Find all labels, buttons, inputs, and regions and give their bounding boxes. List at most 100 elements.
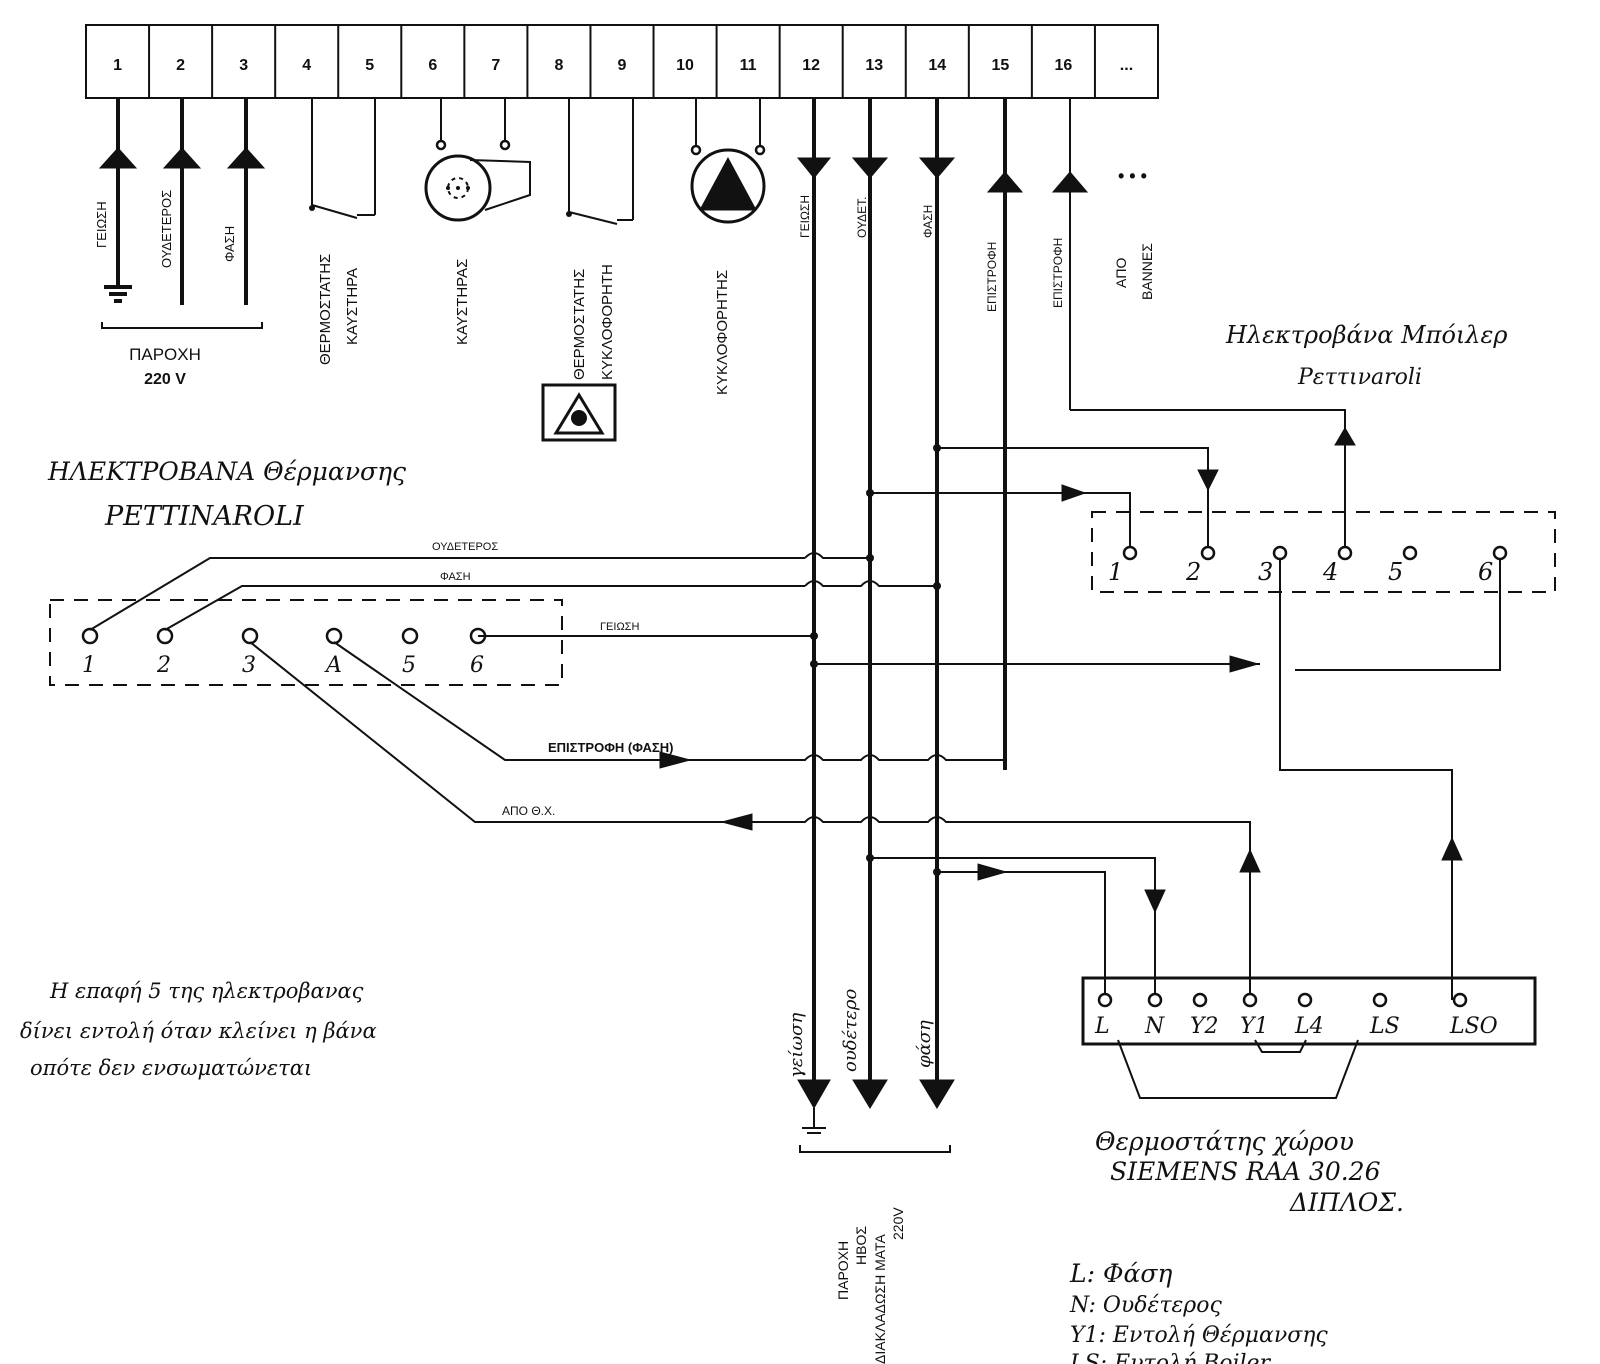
label-boiler-thermostat-2: ΚΑΥΣΤΗΡΑ (344, 268, 361, 345)
supply-title: ΠΑΡΟΧΗ (129, 345, 201, 364)
heating-valve-title-2: ΡΕΤΤΙΝΑROLI (104, 501, 305, 532)
room-thermostat-terminal-label: LSO (1449, 1014, 1498, 1039)
burner-fan-icon (424, 154, 531, 222)
arrow-down-icon (852, 1079, 888, 1109)
heating-valve-terminal-label: 6 (470, 653, 484, 678)
terminal-number: 9 (618, 57, 627, 74)
arrow-up-icon (1441, 836, 1463, 861)
arrow-up-icon (162, 147, 202, 169)
heating-valve-terminal-label: 2 (156, 653, 171, 678)
terminal-strip-frame (85, 24, 1159, 99)
arrow-left-icon (720, 813, 753, 831)
terminal-number: 8 (554, 57, 563, 74)
arrow-up-icon (98, 147, 138, 169)
room-thermostat-terminal (1097, 992, 1113, 1008)
room-thermostat-box (1081, 976, 1537, 1046)
label-circ-thermostat-2: ΚΥΚΛΟΦΟΡΗΤΗ (599, 264, 616, 380)
legend-n: N: Ουδέτερος (1069, 1293, 1222, 1318)
arrow-down-icon (918, 157, 956, 179)
note: Η επαφή 5 της ηλεκτροβανας δίνει εντολή … (20, 979, 377, 1080)
boiler-valve-terminal (1337, 545, 1353, 561)
heating-valve-title-1: ΗΛΕΚΤΡΟΒΑΝΑ Θέρμανσης (47, 457, 406, 486)
heating-valve-terminal (81, 627, 99, 645)
arrow-down-icon (851, 157, 889, 179)
heating-valve-terminal (401, 627, 419, 645)
heating-valve-terminal (156, 627, 174, 645)
bottom-ground-label: γείωση (786, 1013, 807, 1078)
supply-group: ΓΕΙΩΣΗ ΟΥΔΕΤΕΡΟΣ ΦΑΣΗ ΠΑΡΟΧΗ 220 V (94, 98, 266, 388)
room-thermostat-title-2: SIEMENS RAA 30.26 (1110, 1157, 1381, 1186)
arrow-right-icon (659, 751, 692, 769)
bottom-labels: γείωση ουδέτερο φάση ΠΑΡΟΧΗ ΗΒΟΣ ΔΙΑΚΛΑΔ… (786, 989, 935, 1364)
terminal-number: 2 (176, 57, 185, 74)
ellipsis-dots: • • • (1118, 166, 1147, 186)
arrow-up-icon (1239, 848, 1261, 873)
heating-valve-terminal-label: A (324, 653, 342, 678)
legend-ls: LS: Εντολή Boiler (1069, 1351, 1272, 1364)
terminal-number: 1 (113, 57, 122, 74)
bottom-supply-1: ΠΑΡΟΧΗ (835, 1241, 851, 1300)
terminal-number: 7 (491, 57, 500, 74)
bottom-supply-2: ΗΒΟΣ (853, 1226, 869, 1265)
terminal-number: 15 (991, 57, 1009, 74)
terminal-number: 16 (1055, 57, 1073, 74)
wire-return-label: ΕΠΙΣΤΡΟΦΗ (ΦΑΣΗ) (548, 740, 673, 755)
boiler-valve-terminal-label: 4 (1322, 558, 1338, 586)
note-line-3: οπότε δεν ενσωματώνεται (30, 1056, 312, 1080)
terminal-number: 13 (865, 57, 883, 74)
switch-contact (311, 204, 358, 219)
bottom-bracket (799, 1145, 951, 1153)
label-circ-thermostat-1: ΘΕΡΜΟΣΤΑΤΗΣ (571, 269, 588, 380)
label-from-valves-1: ΑΠΟ (1113, 258, 1129, 288)
label-t15: ΕΠΙΣΤΡΟΦΗ (985, 242, 999, 312)
boiler-valve-terminal (1122, 545, 1138, 561)
label-t12: ΓΕΙΩΣΗ (798, 195, 812, 238)
room-thermostat-terminal (1192, 992, 1208, 1008)
room-thermostat-terminal (1372, 992, 1388, 1008)
room-thermostat-terminal (1242, 992, 1258, 1008)
wire-from-thermostat-label: ΑΠΟ Θ.Χ. (502, 804, 555, 818)
label-t14: ΦΑΣΗ (921, 205, 935, 238)
room-thermostat-terminal-label: L (1094, 1014, 1110, 1039)
room-thermostat-terminal (1297, 992, 1313, 1008)
supply-voltage: 220 V (144, 371, 186, 388)
pump-icon (690, 148, 766, 224)
label-fasi: ΦΑΣΗ (222, 226, 237, 262)
arrow-up-icon (1051, 171, 1089, 193)
label-boiler-thermostat-1: ΘΕΡΜΟΣΤΑΤΗΣ (317, 254, 334, 365)
main-bus: ΓΕΙΩΣΗ ΟΥΔΕΤ. ΦΑΣΗ (796, 98, 956, 1153)
label-burner: ΚΑΥΣΤΗΡΑΣ (454, 259, 471, 345)
label-geiosi: ΓΕΙΩΣΗ (94, 201, 109, 248)
heating-valve-terminal (241, 627, 259, 645)
boiler-valve-terminal-label: 6 (1478, 558, 1493, 586)
heating-valve-box (49, 599, 563, 686)
room-thermostat-title-3: ΔΙΠΛΟΣ. (1289, 1188, 1404, 1217)
arrow-up-icon (226, 147, 266, 169)
wire-fasi-label: ΦΑΣΗ (440, 571, 471, 583)
terminal-number: 14 (928, 57, 946, 74)
terminal-number: 3 (239, 57, 248, 74)
ground-symbol-icon (802, 1108, 826, 1134)
heating-valve-terminal (325, 627, 343, 645)
terminal-number: 5 (365, 57, 374, 74)
arrow-down-icon (919, 1079, 955, 1109)
boiler-valve-terminal (1402, 545, 1418, 561)
bottom-phase-label: φάση (914, 1020, 935, 1068)
ground-symbol-icon (104, 285, 132, 303)
thermostat-bridge (1117, 1039, 1359, 1099)
arrow-right-icon (1061, 484, 1087, 502)
arrow-down-icon (797, 1079, 831, 1110)
room-thermostat-terminal (1452, 992, 1468, 1008)
legend-l: L: Φάση (1069, 1259, 1172, 1288)
note-line-2: δίνει εντολή όταν κλείνει η βάνα (20, 1019, 377, 1043)
label-t16: ΕΠΙΣΤΡΟΦΗ (1051, 238, 1065, 308)
heating-valve-terminal-label: 5 (402, 653, 416, 678)
arrow-down-icon (796, 157, 832, 179)
wire-oudeteros-label: ΟΥΔΕΤΕΡΟΣ (432, 541, 498, 553)
arrow-right-icon (1229, 655, 1260, 673)
terminal-number: 12 (802, 57, 820, 74)
wire-geiosi-label: ΓΕΙΩΣΗ (600, 621, 639, 633)
terminal-number: 11 (740, 57, 757, 74)
